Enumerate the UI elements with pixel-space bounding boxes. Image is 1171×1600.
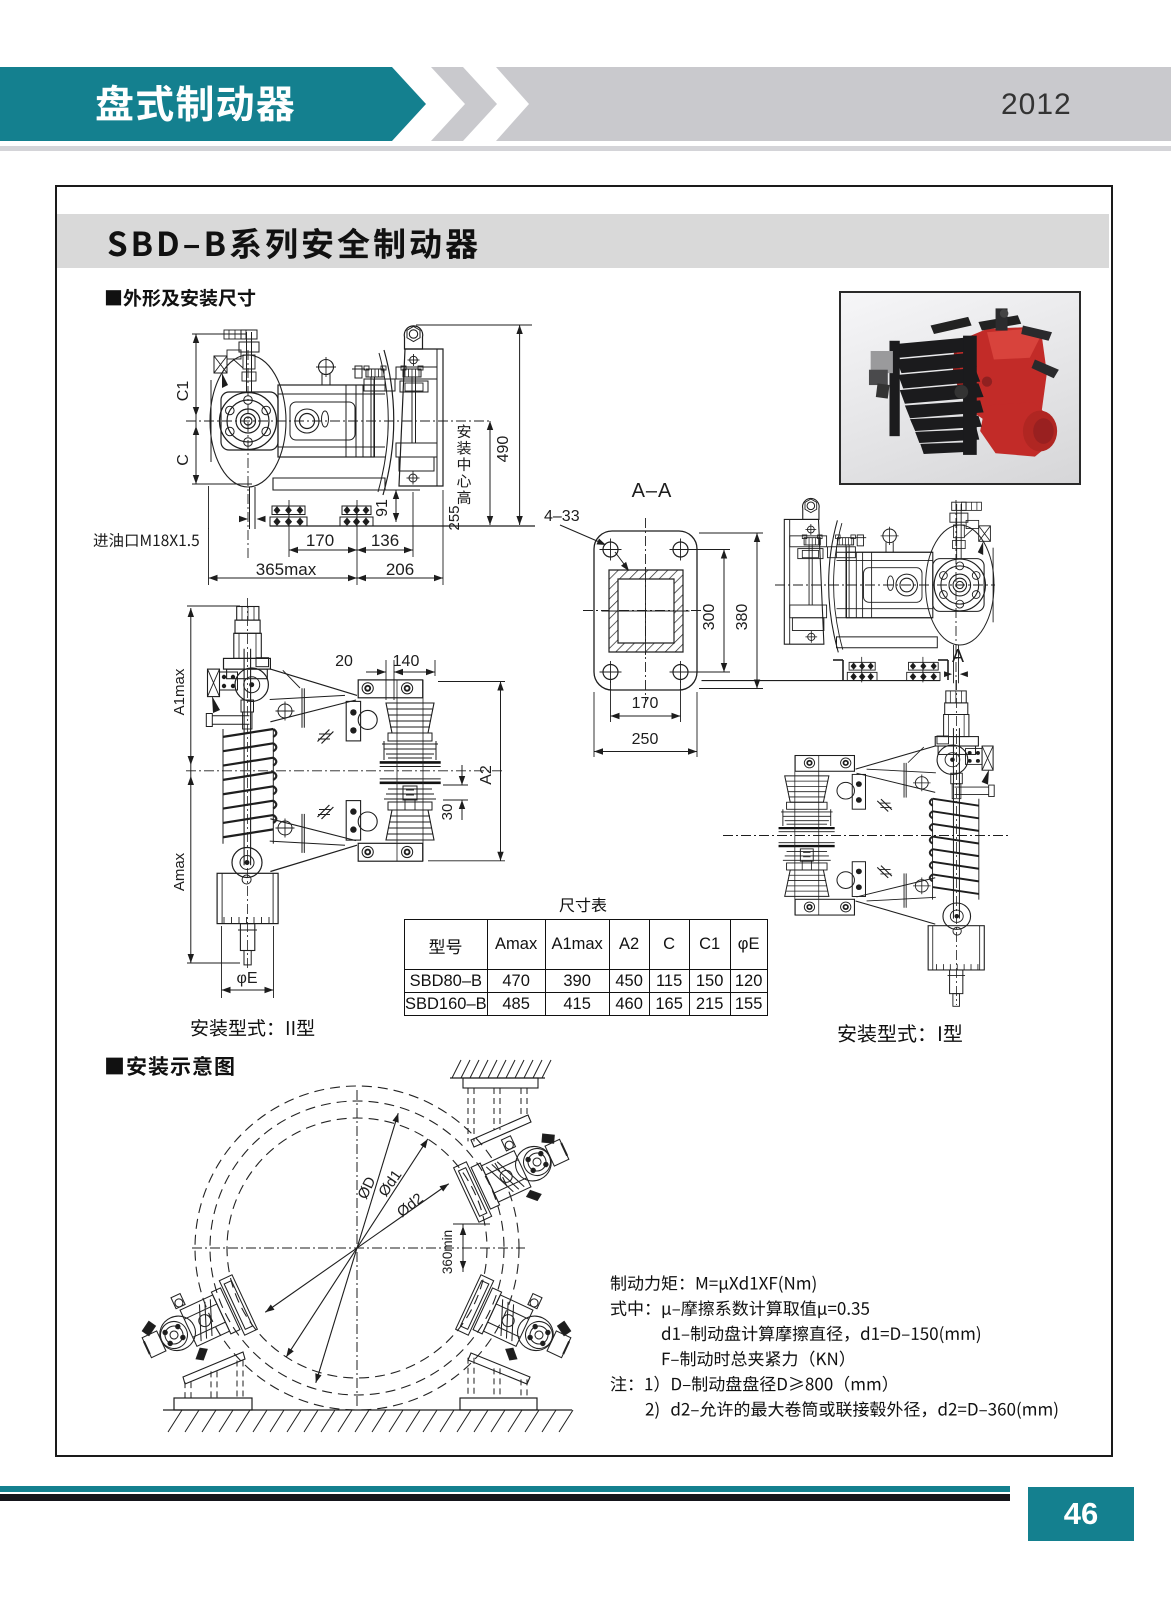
svg-text:380: 380	[734, 604, 751, 631]
svg-text:250: 250	[632, 731, 659, 748]
svg-text:φE: φE	[236, 970, 257, 987]
svg-text:91: 91	[374, 499, 391, 517]
svg-text:Ød2: Ød2	[394, 1190, 427, 1221]
svg-text:30: 30	[439, 804, 456, 821]
svg-text:365max: 365max	[256, 560, 317, 579]
svg-text:20: 20	[335, 653, 353, 670]
svg-text:A: A	[952, 646, 964, 666]
svg-text:A2: A2	[478, 765, 495, 785]
svg-text:Amax: Amax	[171, 852, 188, 891]
svg-text:300: 300	[701, 604, 718, 631]
svg-text:4–33: 4–33	[544, 508, 580, 525]
svg-text:360min: 360min	[440, 1230, 455, 1274]
svg-text:C: C	[175, 454, 192, 466]
svg-text:140: 140	[393, 653, 420, 670]
svg-text:170: 170	[306, 531, 334, 550]
svg-text:490: 490	[495, 436, 512, 463]
svg-text:A–A: A–A	[632, 480, 673, 502]
svg-text:255: 255	[446, 505, 463, 530]
svg-text:C1: C1	[175, 381, 192, 402]
svg-text:136: 136	[371, 531, 399, 550]
svg-text:170: 170	[632, 695, 659, 712]
svg-text:A1max: A1max	[171, 668, 188, 715]
svg-text:206: 206	[386, 560, 414, 579]
